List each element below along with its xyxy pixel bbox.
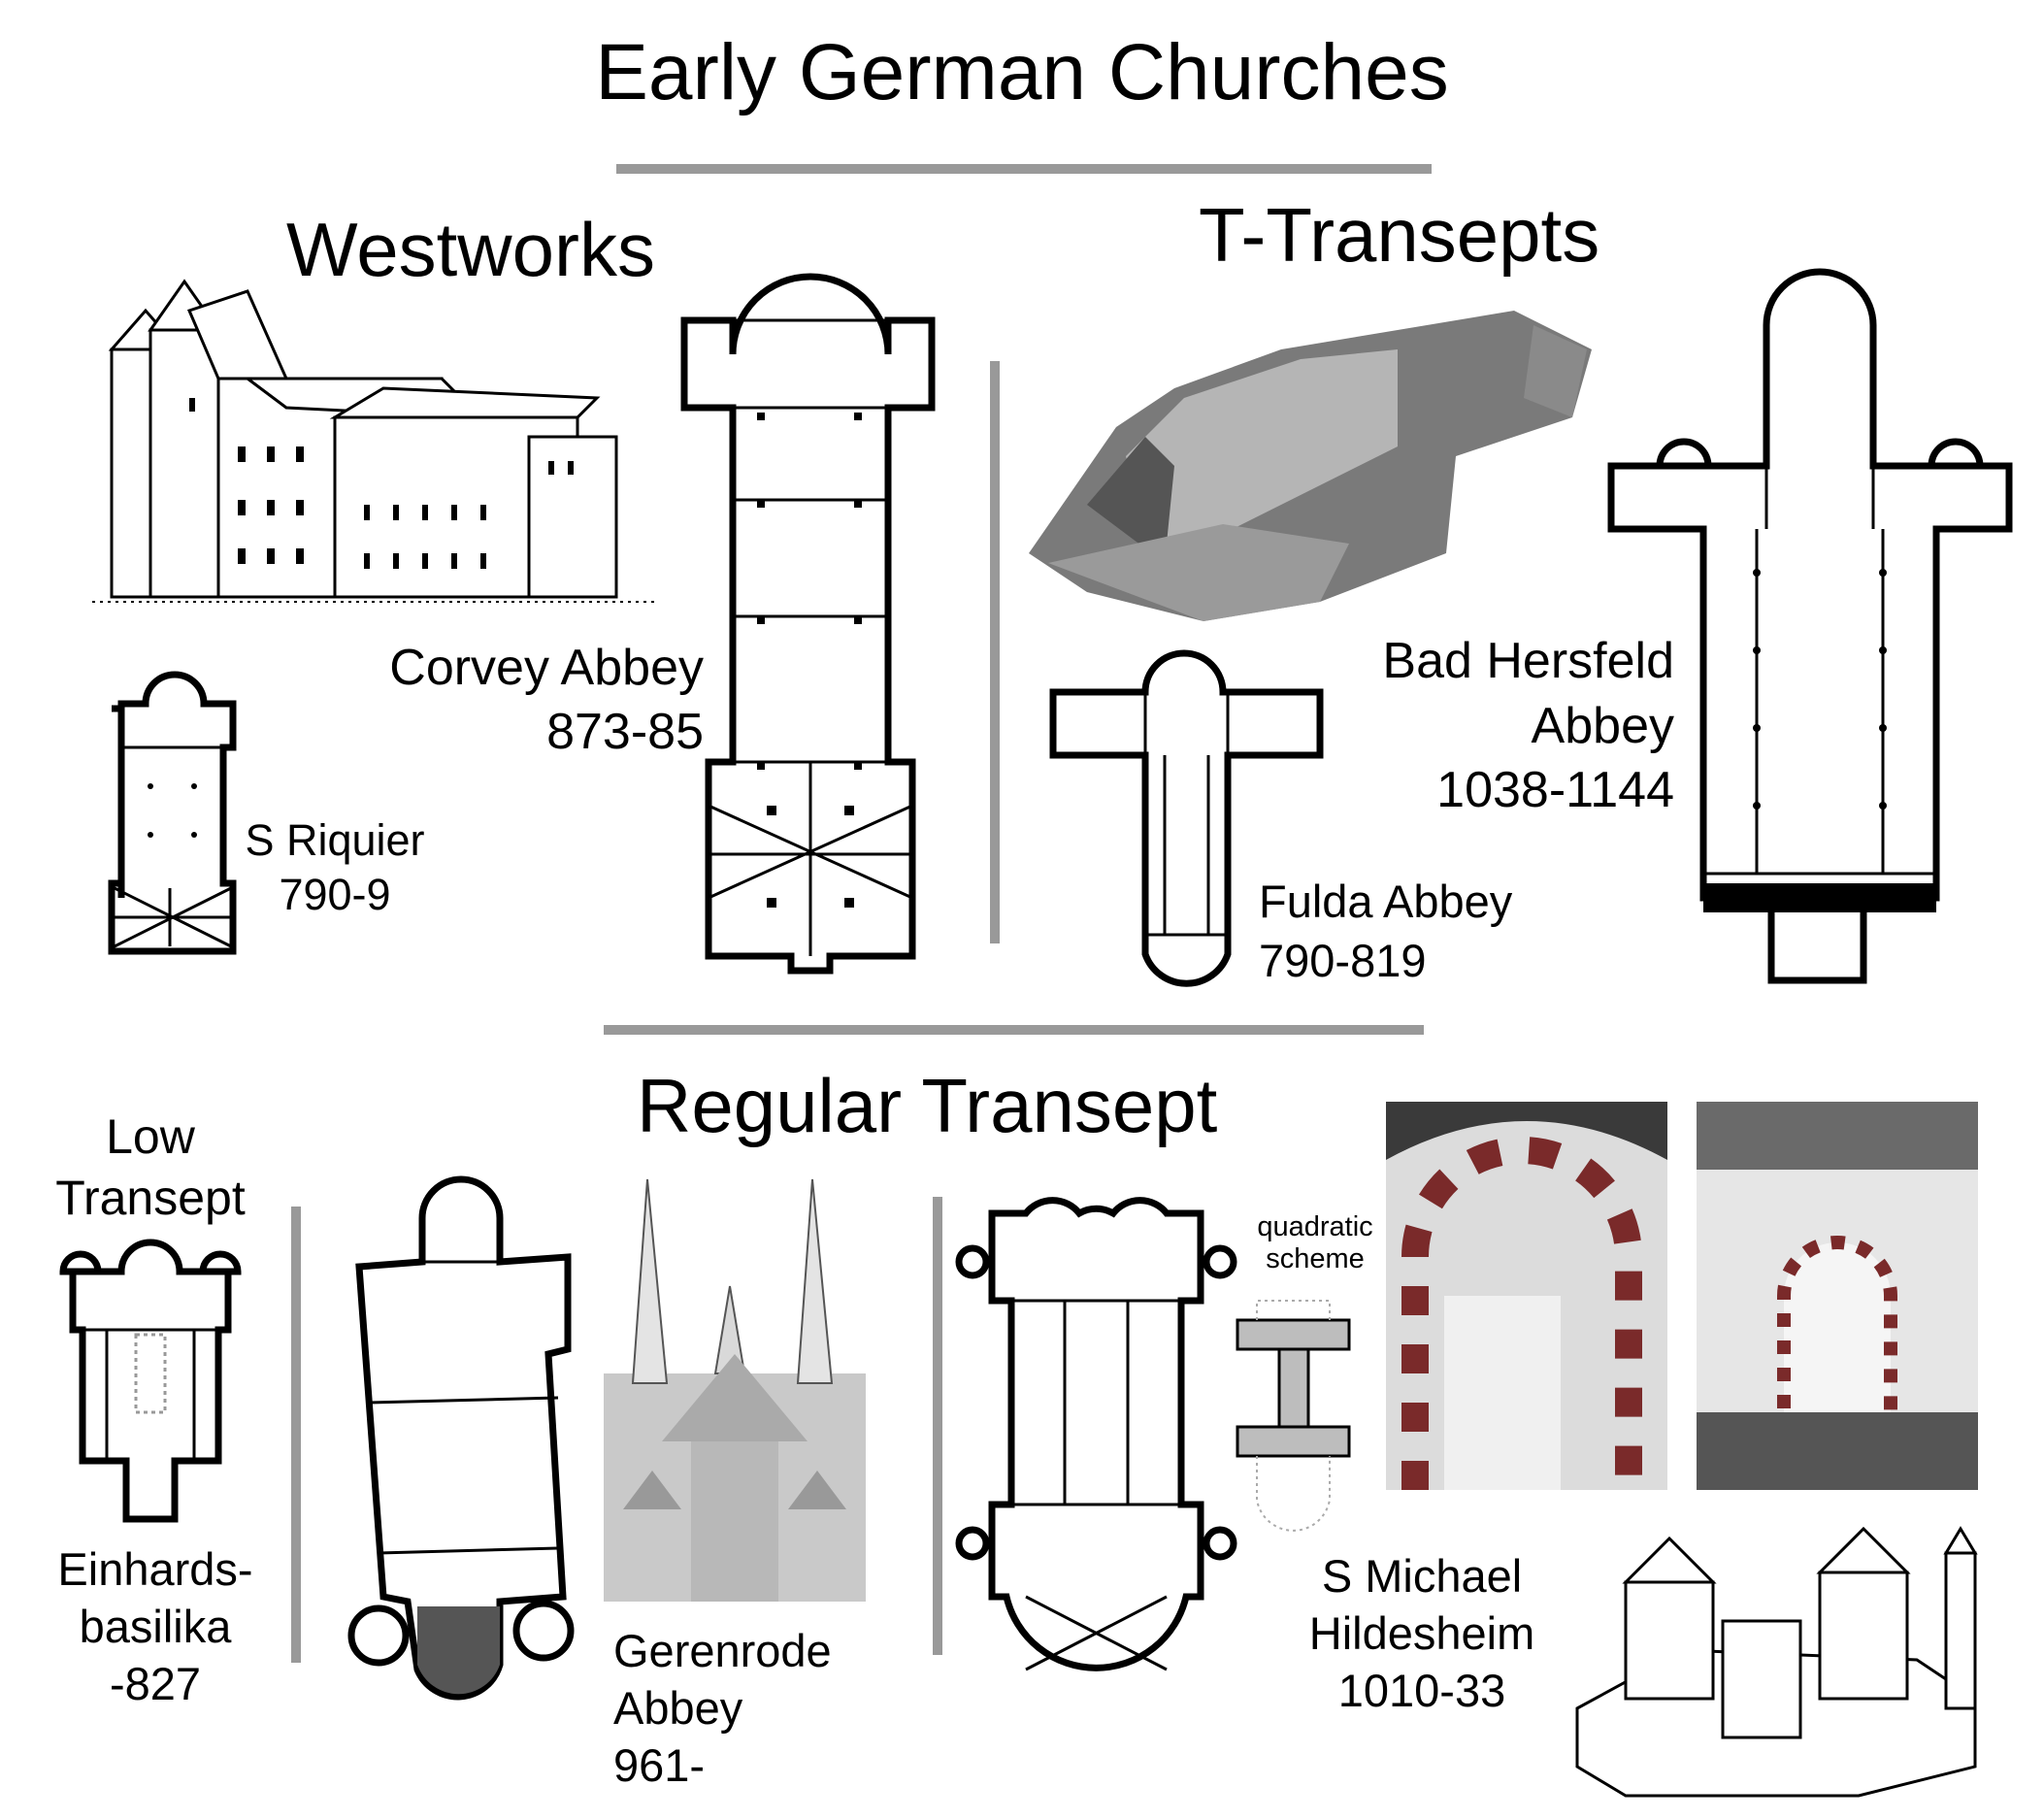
vertical-divider-bottom-right [933, 1197, 942, 1655]
label-fulda-name: Fulda Abbey [1259, 876, 1513, 927]
gerenrode-elevation-drawing [604, 1178, 866, 1602]
fulda-plan [1049, 649, 1324, 987]
einhard-plan [59, 1239, 242, 1523]
s-riquier-plan [108, 671, 237, 955]
heading-low-transept: Low Transept [29, 1107, 272, 1228]
heading-low-transept-line1: Low [106, 1109, 195, 1164]
top-divider [616, 164, 1432, 174]
middle-divider [604, 1025, 1424, 1035]
label-s-michael-name: S Michael [1321, 1550, 1523, 1602]
label-einhard-date: -827 [109, 1657, 202, 1709]
label-s-riquier-name: S Riquier [245, 815, 425, 865]
label-bad-hersfeld: Bad Hersfeld Abbey 1038-1144 [1301, 629, 1674, 823]
label-gerenrode: Gerenrode Abbey 961- [613, 1623, 832, 1794]
label-s-riquier-date: 790-9 [279, 870, 391, 920]
heading-regular-transept: Regular Transept [637, 1063, 1218, 1148]
vertical-divider-top [990, 361, 1000, 943]
label-corvey-name: Corvey Abbey [389, 640, 704, 696]
label-einhard-line2: basilika [79, 1600, 232, 1652]
heading-low-transept-line2: Transept [55, 1170, 246, 1225]
heading-westworks: Westworks [286, 207, 655, 292]
label-corvey-date: 873-85 [546, 704, 704, 761]
label-quadratic-line2: scheme [1266, 1243, 1365, 1275]
label-s-michael-city: Hildesheim [1308, 1606, 1535, 1659]
label-s-michael-date: 1010-33 [1337, 1664, 1506, 1716]
label-fulda-date: 790-819 [1259, 935, 1427, 987]
page-title: Early German Churches [595, 28, 1449, 116]
gerenrode-plan [347, 1175, 575, 1701]
label-einhard-line1: Einhards- [57, 1543, 253, 1595]
label-bad-hersfeld-abbey: Abbey [1531, 697, 1674, 754]
s-michael-interior-photo-1 [1386, 1102, 1667, 1490]
label-einhard: Einhards- basilika -827 [29, 1541, 281, 1712]
s-michael-interior-photo-2 [1697, 1102, 1978, 1490]
label-quadratic-scheme: quadratic scheme [1233, 1211, 1398, 1276]
vertical-divider-bottom-left [291, 1207, 301, 1663]
label-fulda: Fulda Abbey 790-819 [1259, 872, 1512, 990]
label-gerenrode-abbey: Abbey [613, 1681, 743, 1734]
label-corvey: Corvey Abbey 873-85 [320, 636, 704, 764]
label-gerenrode-name: Gerenrode [613, 1625, 832, 1676]
quadratic-scheme-diagram [1236, 1300, 1351, 1532]
label-bad-hersfeld-name: Bad Hersfeld [1382, 633, 1674, 689]
label-gerenrode-date: 961- [613, 1738, 706, 1791]
corvey-elevation-drawing [92, 279, 655, 603]
heading-t-transepts: T-Transepts [1199, 192, 1600, 278]
s-michael-axonometric-drawing [1575, 1526, 1978, 1798]
bad-hersfeld-plan [1607, 268, 2013, 984]
bad-hersfeld-ruin-photo [1029, 311, 1592, 621]
s-michael-plan [955, 1197, 1237, 1671]
corvey-plan [680, 273, 936, 975]
label-s-riquier: S Riquier 790-9 [228, 813, 442, 923]
label-quadratic-line1: quadratic [1257, 1211, 1373, 1242]
label-s-michael: S Michael Hildesheim 1010-33 [1281, 1548, 1563, 1719]
label-bad-hersfeld-date: 1038-1144 [1436, 762, 1674, 819]
